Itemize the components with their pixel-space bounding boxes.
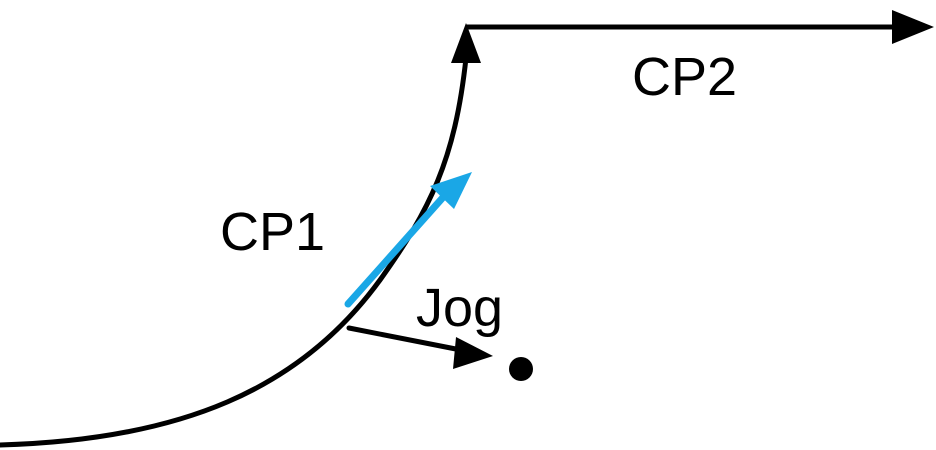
cp2-label: CP2 [632, 47, 737, 107]
jog-label: Jog [416, 278, 503, 338]
jog-arrowhead [453, 337, 493, 369]
cp1-path [0, 55, 469, 448]
cp2-arrowhead [892, 10, 934, 44]
cp1-label: CP1 [220, 202, 325, 262]
jog-vector [346, 325, 469, 354]
tangent-vector [344, 190, 450, 308]
cp1-arrowhead [451, 23, 481, 63]
tangent-arrowhead [430, 172, 472, 209]
target-point [509, 357, 533, 381]
